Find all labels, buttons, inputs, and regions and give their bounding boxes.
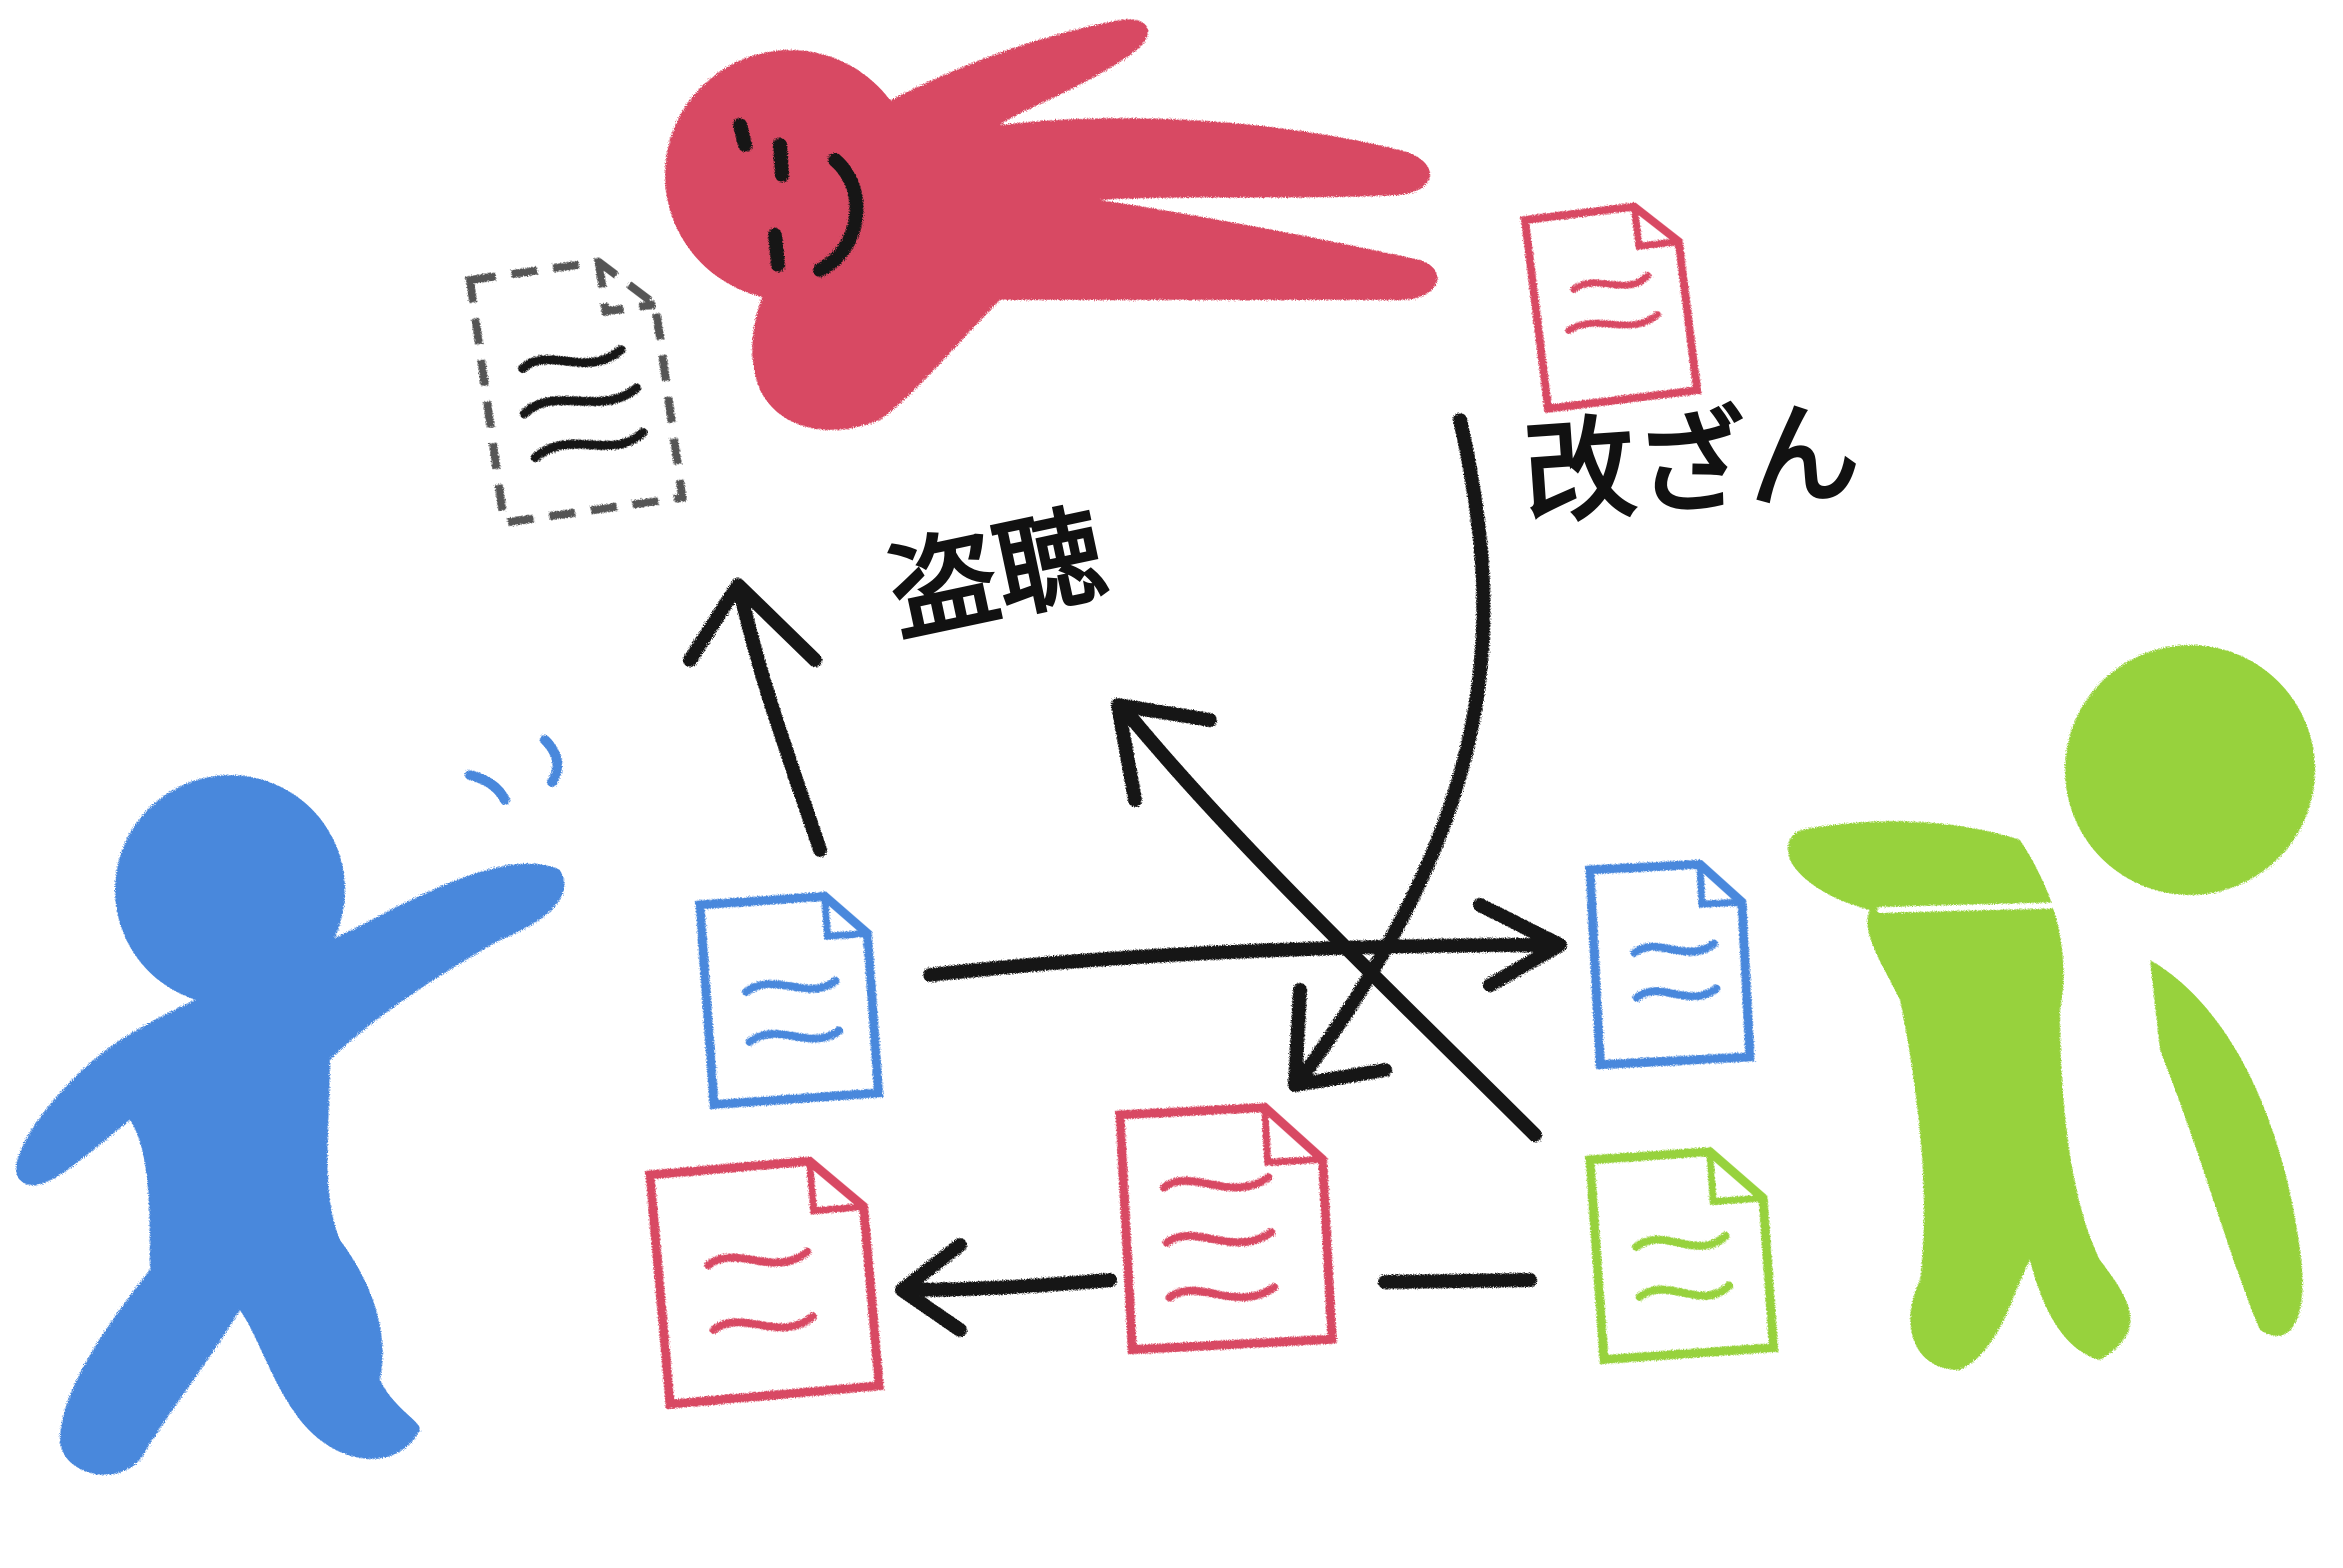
receiver-leg-back — [2150, 960, 2303, 1337]
receiver-figure — [1788, 645, 2315, 1370]
tamper-arrow — [1288, 413, 1491, 1092]
sender-head — [115, 775, 345, 1005]
tampered-reply-document-icon — [1115, 1102, 1337, 1355]
attacker-body — [752, 19, 1438, 431]
attacker-figure — [665, 19, 1438, 431]
sender-document-icon — [695, 891, 884, 1110]
send-arrow — [923, 898, 1567, 992]
attacker-head — [665, 50, 915, 300]
reply-arrow — [895, 1238, 1117, 1337]
motion-lines — [465, 735, 563, 805]
sender-body — [16, 863, 565, 1475]
eavesdrop-arrow — [683, 578, 827, 857]
received-document-icon — [1585, 859, 1755, 1070]
receiver-document-icon — [1585, 1147, 1779, 1365]
receiver-highlight — [1877, 902, 2073, 913]
receiver-head — [2065, 645, 2315, 895]
sender-figure — [16, 735, 565, 1475]
intercepted-document-icon — [465, 257, 687, 528]
receiver-body — [1788, 821, 2131, 1370]
tampered-document-icon — [1520, 202, 1702, 414]
sender-received-document-icon — [645, 1156, 885, 1409]
smiley-face-icon — [733, 118, 864, 277]
reply-eavesdrop-arrow — [1111, 698, 1542, 1142]
reply-forward-dash — [1378, 1273, 1537, 1289]
tamper-label: 改ざん — [1519, 387, 1864, 541]
